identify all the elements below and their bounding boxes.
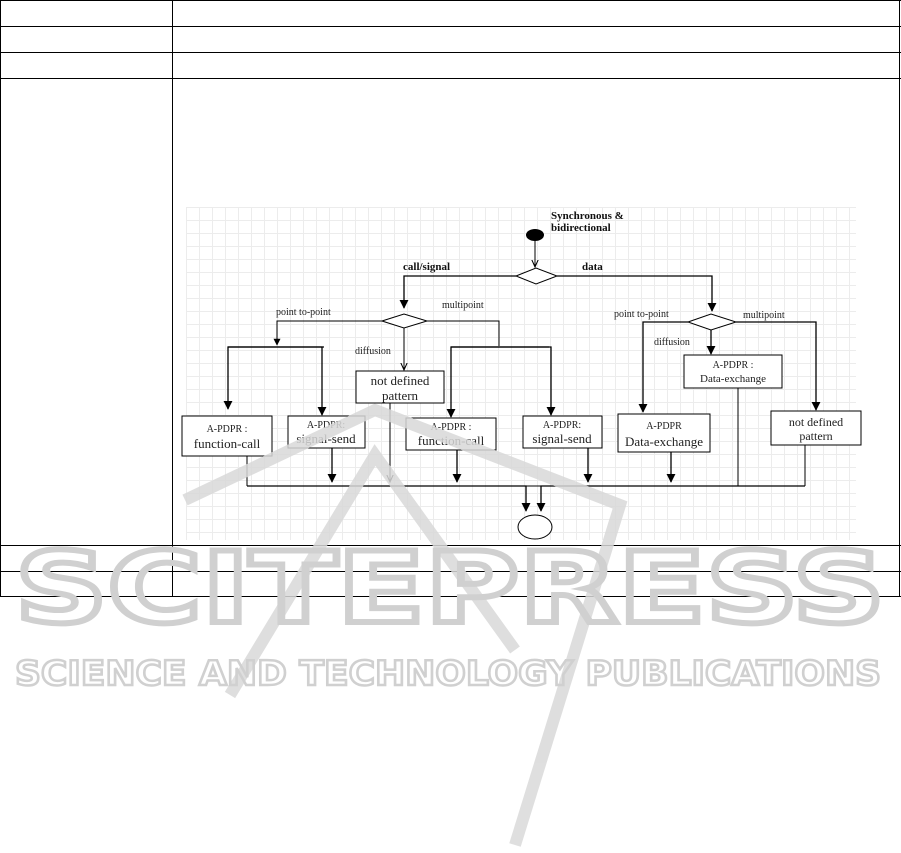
label-diffusion-left: diffusion <box>355 346 391 357</box>
flow-arrow <box>446 346 549 418</box>
flow-arrow <box>557 275 717 312</box>
table-border-left <box>0 0 1 597</box>
branch-label-data: data <box>582 261 603 273</box>
start-label-line1: Synchronous & <box>551 210 624 222</box>
decision-node-left <box>380 313 429 329</box>
svg-text:function-call: function-call <box>418 433 485 448</box>
table-row-divider <box>0 571 901 572</box>
label-point-to-point-right: point to-point <box>614 309 669 320</box>
box-pdpr-signal-send-2: A-PDPR: signal-send <box>522 415 603 449</box>
svg-text:not defined: not defined <box>371 373 430 388</box>
flow-line <box>427 320 500 346</box>
table-border-bottom <box>0 596 901 597</box>
box-pdpr-data-exchange-bottom: A-PDPR Data-exchange <box>617 413 711 453</box>
watermark-brand: SCITEPRESS <box>15 532 885 646</box>
table-row-divider <box>0 52 901 53</box>
label-diffusion-right: diffusion <box>654 337 690 348</box>
svg-text:pattern: pattern <box>799 429 832 443</box>
flow-arrow <box>228 346 327 416</box>
box-not-defined-pattern-mid: not defined pattern <box>355 370 445 404</box>
label-multipoint-left: multipoint <box>442 300 484 311</box>
svg-text:pattern: pattern <box>382 388 419 403</box>
label-multipoint-right: multipoint <box>743 310 785 321</box>
flow-arrow <box>638 321 688 413</box>
box-pdpr-signal-send-1: A-PDPR: signal-send <box>287 415 366 449</box>
flow-arrow <box>223 346 324 410</box>
decision-node-right <box>686 313 738 331</box>
svg-text:A-PDPR :: A-PDPR : <box>431 422 472 433</box>
flow-arrow <box>273 320 382 346</box>
activity-diagram: Synchronous & bidirectional call/signal … <box>181 210 862 540</box>
svg-text:A-PDPR :: A-PDPR : <box>207 424 248 435</box>
svg-text:A-PDPR: A-PDPR <box>646 421 682 432</box>
table-border-right <box>899 0 900 597</box>
table-row-divider <box>0 545 901 546</box>
box-pdpr-function-call-2: A-PDPR : function-call <box>405 417 497 451</box>
watermark-tagline: SCIENCE AND TECHNOLOGY PUBLICATIONS <box>15 654 881 694</box>
svg-text:signal-send: signal-send <box>296 431 356 446</box>
svg-text:signal-send: signal-send <box>532 431 592 446</box>
end-node <box>517 514 553 540</box>
decision-node-top <box>514 267 559 285</box>
label-point-to-point-left: point to-point <box>276 307 331 318</box>
table-row-divider <box>0 78 901 79</box>
table-column-divider <box>172 0 173 597</box>
svg-text:A-PDPR :: A-PDPR : <box>713 360 754 371</box>
box-pdpr-data-exchange-top: A-PDPR : Data-exchange <box>683 354 783 389</box>
table-border-top <box>0 0 901 1</box>
svg-text:A-PDPR:: A-PDPR: <box>307 420 345 431</box>
table-row-divider <box>0 26 901 27</box>
flow-arrow <box>247 485 531 512</box>
start-label-line2: bidirectional <box>551 222 611 234</box>
flow-arrow <box>536 485 805 512</box>
box-not-defined-pattern-right: not defined pattern <box>770 410 862 446</box>
box-pdpr-function-call-1: A-PDPR : function-call <box>181 415 273 457</box>
flow-arrow <box>399 275 516 309</box>
start-node <box>526 229 544 241</box>
branch-label-call-signal: call/signal <box>403 261 450 273</box>
flow-arrow <box>736 321 821 411</box>
svg-text:A-PDPR:: A-PDPR: <box>543 420 581 431</box>
flow-arrow <box>451 346 556 416</box>
svg-text:Data-exchange: Data-exchange <box>625 434 703 449</box>
svg-text:Data-exchange: Data-exchange <box>700 373 766 385</box>
svg-text:not defined: not defined <box>789 415 843 429</box>
svg-text:function-call: function-call <box>194 436 261 451</box>
